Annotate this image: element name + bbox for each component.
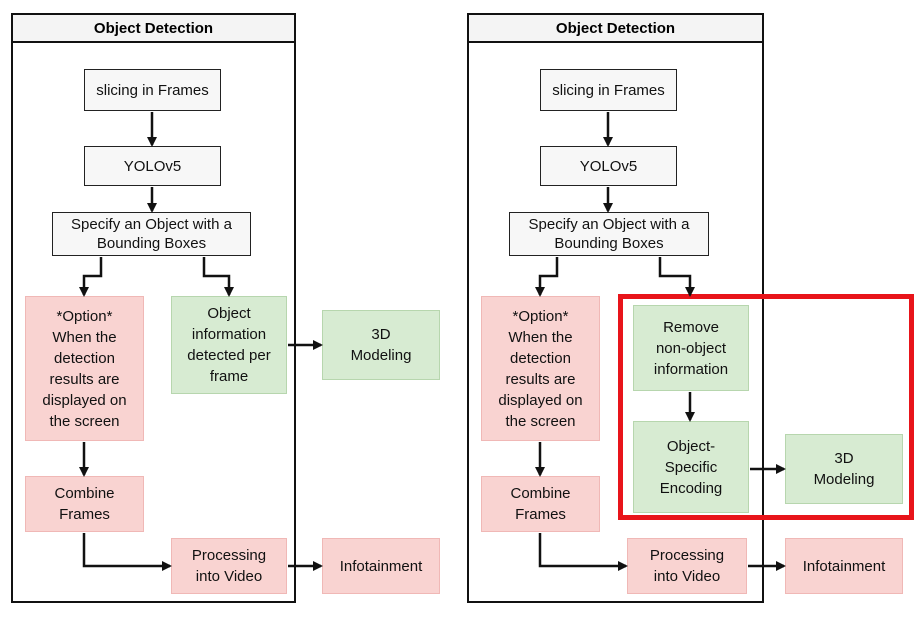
right-processing-node: Processing into Video — [627, 538, 747, 594]
right-combine-node: Combine Frames — [481, 476, 600, 532]
left-object-info-node: Object information detected per frame — [171, 296, 287, 394]
left-yolo-node: YOLOv5 — [84, 146, 221, 186]
right-infotainment-node: Infotainment — [785, 538, 903, 594]
right-slicing-node: slicing in Frames — [540, 69, 677, 111]
left-specify-node: Specify an Object with a Bounding Boxes — [52, 212, 251, 256]
right-panel-title: Object Detection — [469, 15, 762, 43]
right-encoding-node: Object- Specific Encoding — [633, 421, 749, 513]
left-3d-modeling-node: 3D Modeling — [322, 310, 440, 380]
highlight-box — [618, 294, 914, 520]
right-3d-modeling-node: 3D Modeling — [785, 434, 903, 504]
right-remove-node: Remove non-object information — [633, 305, 749, 391]
left-combine-node: Combine Frames — [25, 476, 144, 532]
left-panel-title: Object Detection — [13, 15, 294, 43]
right-specify-node: Specify an Object with a Bounding Boxes — [509, 212, 709, 256]
left-infotainment-node: Infotainment — [322, 538, 440, 594]
left-slicing-node: slicing in Frames — [84, 69, 221, 111]
right-option-node: *Option* When the detection results are … — [481, 296, 600, 441]
right-yolo-node: YOLOv5 — [540, 146, 677, 186]
left-option-node: *Option* When the detection results are … — [25, 296, 144, 441]
left-processing-node: Processing into Video — [171, 538, 287, 594]
